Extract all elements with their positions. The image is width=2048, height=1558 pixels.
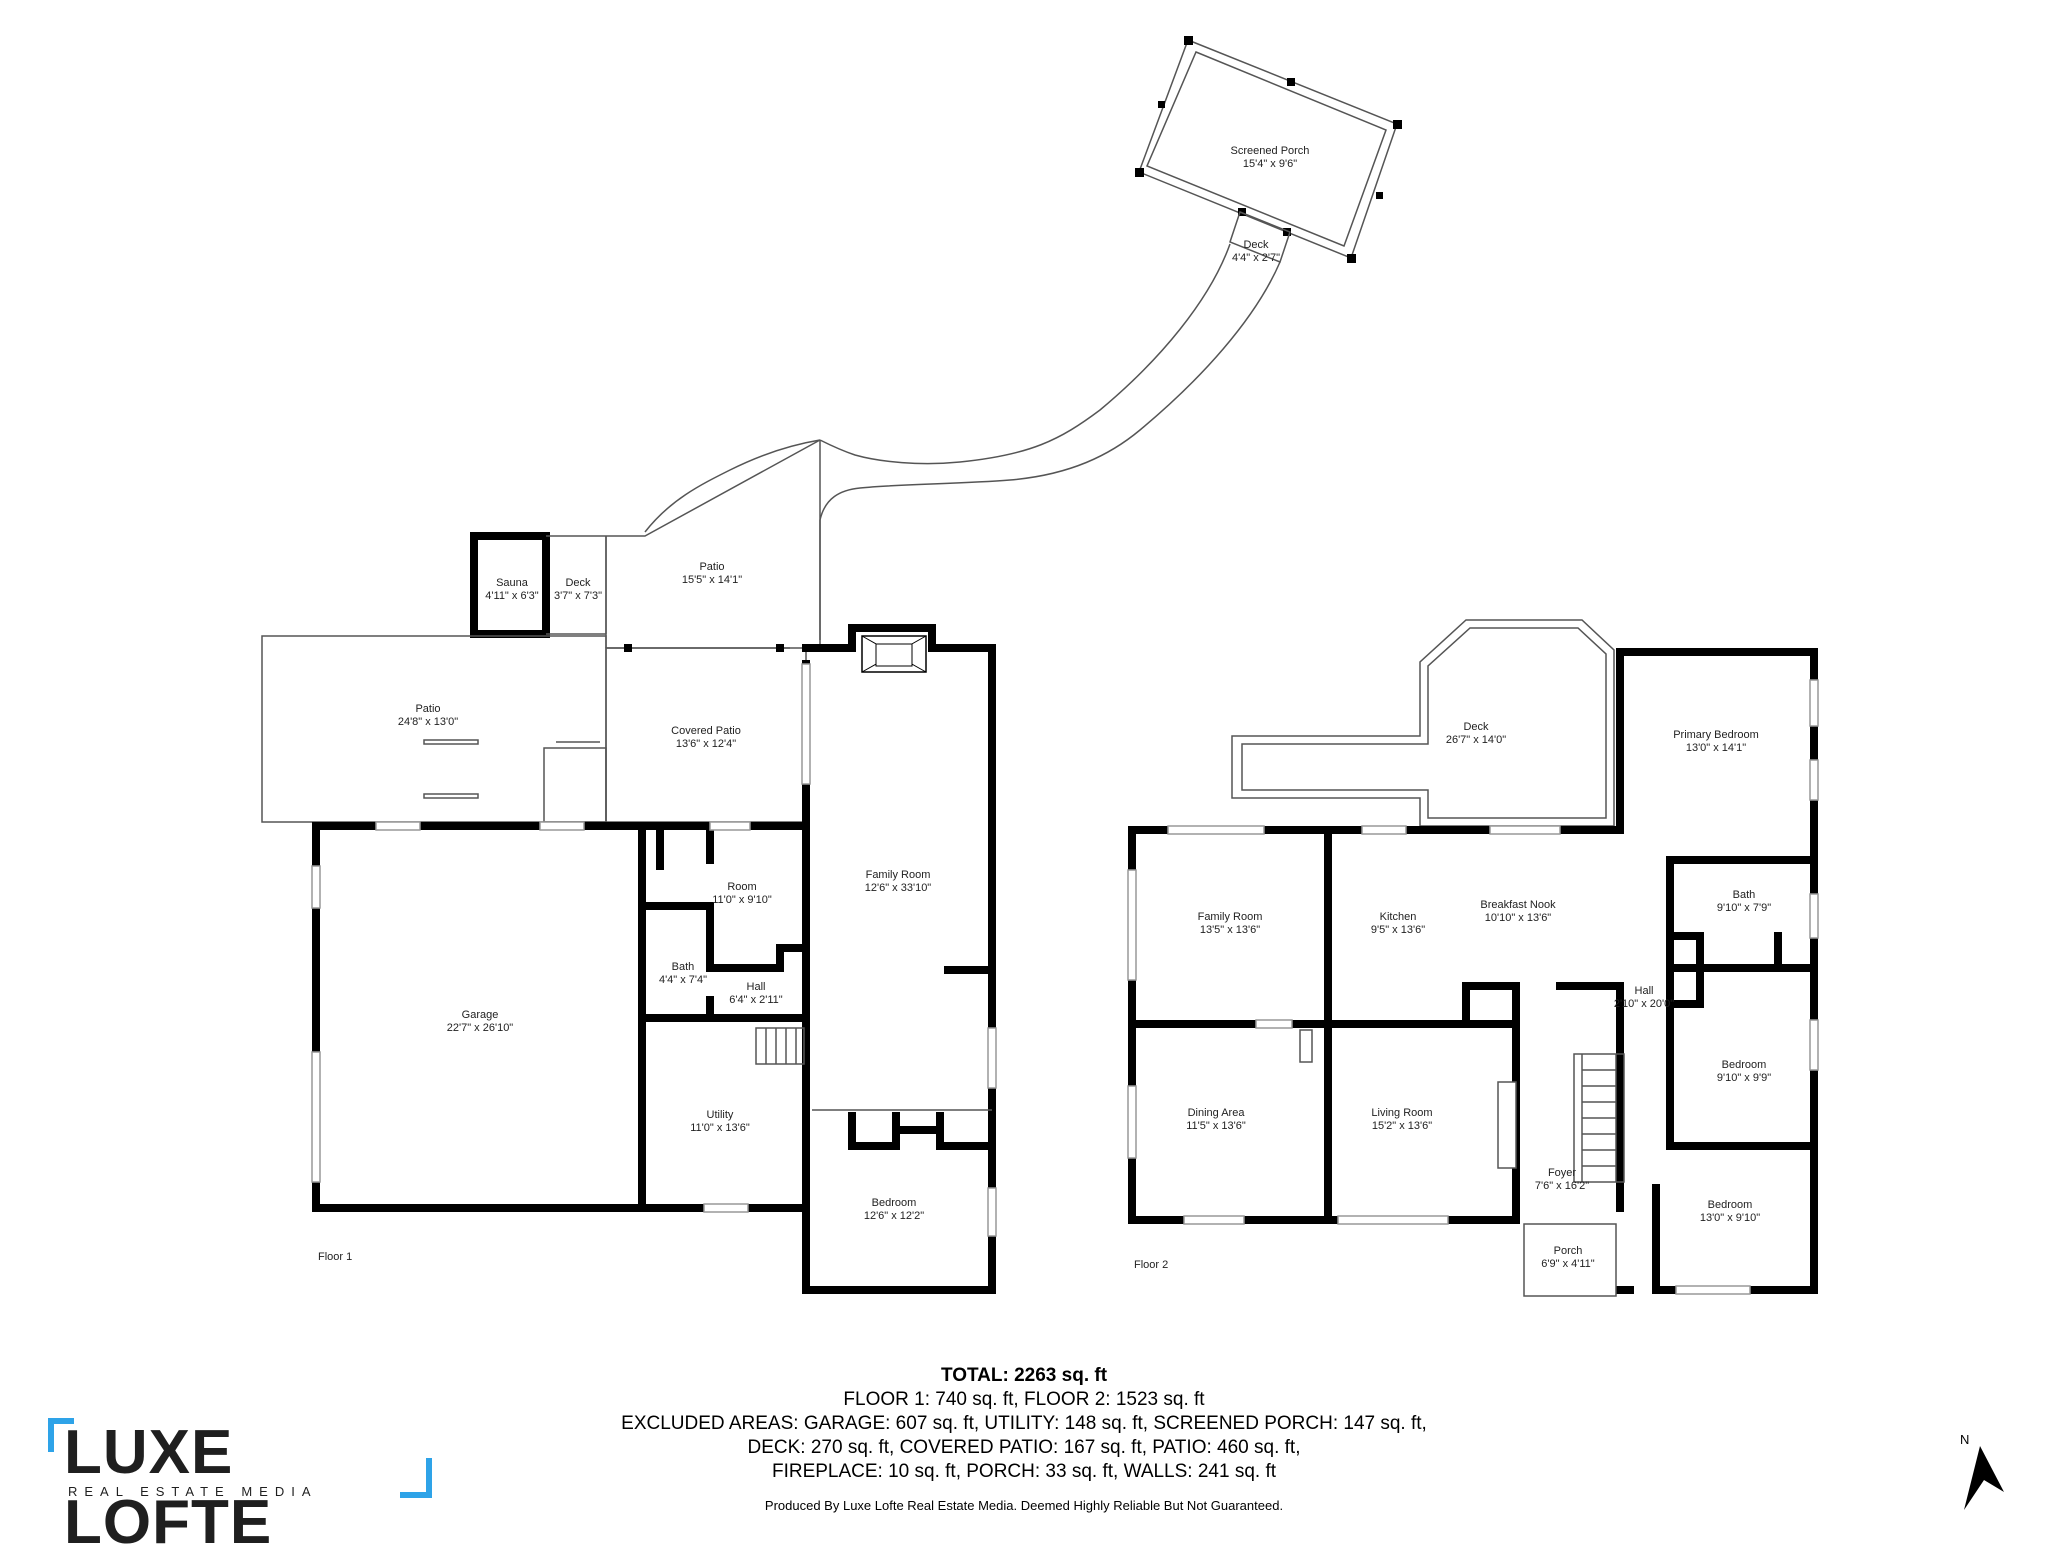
north-label: N [1960,1432,1970,1447]
family-room-2-dims: 13'5" x 13'6" [1200,924,1260,936]
floor1-windows [311,663,997,1237]
hall-2-dims: 2'10" x 20'0" [1614,998,1674,1010]
bath-1-name: Bath [672,961,695,973]
fireplace-2-icon [1299,1029,1517,1169]
floor-areas: FLOOR 1: 740 sq. ft, FLOOR 2: 1523 sq. f… [843,1389,1205,1410]
bedroom-2b-name: Bedroom [1708,1199,1753,1211]
deck-2-dims: 26'7" x 14'0" [1446,734,1506,746]
bath-1-dims: 4'4" x 7'4" [659,974,707,986]
garage-name: Garage [462,1009,499,1021]
bedroom-2b-dims: 13'0" x 9'10" [1700,1212,1760,1224]
deck-small-name: Deck [1243,239,1269,251]
logo-bracket-left [48,1418,54,1452]
bedroom-1-name: Bedroom [872,1197,917,1209]
luxe-lofte-logo: LUXE LOFTE REAL ESTATE MEDIA [48,1418,438,1557]
porch-name: Porch [1554,1245,1583,1257]
dining-area-dims: 11'5" x 13'6" [1186,1120,1246,1132]
hall-1-name: Hall [747,981,766,993]
covered-patio-name: Covered Patio [671,725,741,737]
utility-dims: 11'0" x 13'6" [690,1122,750,1134]
family-room-1-name: Family Room [866,869,931,881]
hall-2-name: Hall [1635,985,1654,997]
floor-1-label: Floor 1 [318,1251,352,1263]
bedroom-1-dims: 12'6" x 12'2" [864,1210,924,1222]
floor2-windows [1127,679,1819,1295]
primary-bedroom-name: Primary Bedroom [1673,729,1759,741]
deck-small-dims: 4'4" x 2'7" [1232,252,1280,264]
patio-left-name: Patio [415,703,440,715]
patio-upper-name: Patio [699,561,724,573]
sauna-name: Sauna [496,577,529,589]
total-area: TOTAL: 2263 sq. ft [940,1365,1108,1386]
foyer-dims: 7'6" x 16'2" [1535,1180,1589,1192]
logo-bracket-right [426,1458,432,1498]
screened-porch-dims: 15'4" x 9'6" [1243,158,1297,170]
family-room-2-name: Family Room [1198,911,1263,923]
stairs-floor1-icon [755,1027,805,1065]
excluded-areas-line-1: EXCLUDED AREAS: GARAGE: 607 sq. ft, UTIL… [621,1413,1427,1434]
screened-porch-shape [1135,36,1402,263]
deck-2-shape [1231,619,1615,827]
sauna-dims: 4'11" x 6'3" [485,590,538,602]
bath-2-name: Bath [1733,889,1756,901]
bath-2-dims: 9'10" x 7'9" [1717,902,1771,914]
floor-2-label: Floor 2 [1134,1259,1168,1271]
disclaimer: Produced By Luxe Lofte Real Estate Media… [764,1498,1284,1513]
hall-1-dims: 6'4" x 2'11" [729,994,782,1006]
patio-left-shape [261,635,607,823]
north-arrow-icon [1964,1446,2004,1510]
living-room-dims: 15'2" x 13'6" [1372,1120,1432,1132]
kitchen-name: Kitchen [1380,911,1417,923]
stairs-floor2-icon [1573,1053,1625,1183]
bedroom-2a-dims: 9'10" x 9'9" [1717,1072,1771,1084]
garage-dims: 22'7" x 26'10" [447,1022,514,1034]
screened-porch-name: Screened Porch [1231,145,1310,157]
family-room-1-dims: 12'6" x 33'10" [865,882,932,894]
breakfast-nook-name: Breakfast Nook [1480,899,1556,911]
deck-2-name: Deck [1463,721,1489,733]
patio-upper-dims: 15'5" x 14'1" [682,574,742,586]
deck-sauna-dims: 3'7" x 7'3" [554,590,602,602]
bedroom-2a-name: Bedroom [1722,1059,1767,1071]
north-compass: N [1960,1432,2010,1522]
deck-sauna-name: Deck [565,577,591,589]
logo-bracket-top [48,1418,74,1424]
utility-name: Utility [707,1109,734,1121]
porch-shape [1523,1223,1617,1297]
living-room-name: Living Room [1371,1107,1432,1119]
kitchen-dims: 9'5" x 13'6" [1371,924,1425,936]
primary-bedroom-dims: 13'0" x 14'1" [1686,742,1746,754]
covered-patio-dims: 13'6" x 12'4" [676,738,736,750]
fireplace-icon [861,635,927,673]
dining-area-name: Dining Area [1188,1107,1246,1119]
logo-bracket-bottom [400,1492,432,1498]
excluded-areas-line-2: DECK: 270 sq. ft, COVERED PATIO: 167 sq.… [747,1437,1301,1458]
room-name: Room [727,881,756,893]
breakfast-nook-dims: 10'10" x 13'6" [1485,912,1552,924]
room-dims: 11'0" x 9'10" [712,894,772,906]
patio-left-dims: 24'8" x 13'0" [398,716,458,728]
patio-upper-shape [605,439,821,649]
porch-dims: 6'9" x 4'11" [1541,1258,1594,1270]
foyer-name: Foyer [1548,1167,1576,1179]
excluded-areas-line-3: FIREPLACE: 10 sq. ft, PORCH: 33 sq. ft, … [771,1461,1277,1482]
logo-tagline: REAL ESTATE MEDIA [68,1484,318,1499]
